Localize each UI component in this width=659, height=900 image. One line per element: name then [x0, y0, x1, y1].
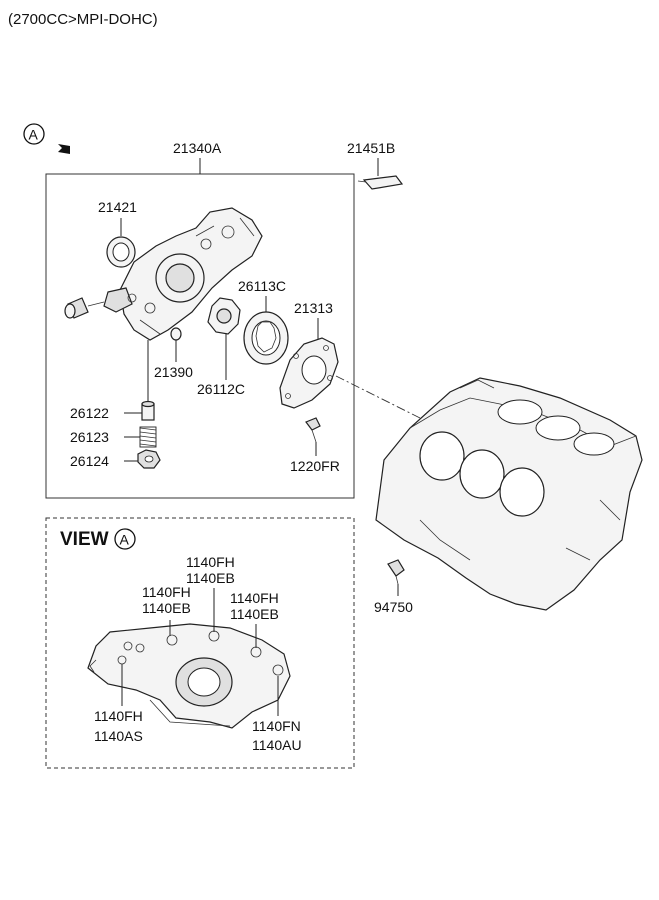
- label-21313: 21313: [294, 300, 333, 316]
- part-26112C-inner-rotor-icon: [207, 297, 241, 335]
- label-26113C: 26113C: [238, 278, 286, 294]
- alignment-dash-line: [335, 375, 421, 419]
- oil-pump-housing-icon: [103, 207, 263, 341]
- engine-block-icon: [375, 377, 643, 611]
- label-26122: 26122: [70, 405, 109, 421]
- label-21390: 21390: [154, 364, 193, 380]
- view-label-bottom-left-1: 1140FH: [94, 708, 143, 724]
- view-panel-marker-icon: [114, 528, 136, 550]
- part-94750-oil-pressure-switch-icon: [387, 559, 405, 585]
- view-direction-arrow-icon: [44, 141, 70, 154]
- label-26124: 26124: [70, 453, 109, 469]
- part-21313-pump-cover-icon: [279, 337, 339, 409]
- part-21390-o-ring-icon: [170, 327, 182, 341]
- part-26124-plug-nut-icon: [137, 449, 161, 469]
- part-26123-spring-icon: [139, 426, 157, 448]
- part-21421-oil-seal-icon: [106, 236, 136, 268]
- part-21451B-gasket-icon: [357, 175, 404, 190]
- view-label-left-1: 1140FH: [142, 584, 191, 600]
- view-label-bottom-right-2: 1140AU: [252, 737, 302, 753]
- view-label-bottom-left-2: 1140AS: [94, 728, 143, 744]
- view-a-housing-icon: [87, 623, 291, 729]
- label-26123: 26123: [70, 429, 109, 445]
- label-21421: 21421: [98, 199, 137, 215]
- view-label-right-2: 1140EB: [230, 606, 279, 622]
- label-26112C: 26112C: [197, 381, 245, 397]
- view-panel-title: VIEW: [60, 529, 109, 550]
- view-label-top-2: 1140EB: [186, 570, 235, 586]
- part-26122-plunger-icon: [141, 400, 155, 421]
- part-26113C-outer-rotor-icon: [243, 311, 289, 365]
- label-21340A: 21340A: [173, 140, 222, 156]
- view-a-marker: A: [23, 123, 70, 154]
- part-plug-icon: [64, 297, 105, 319]
- view-a-panel: [45, 517, 355, 769]
- view-panel-letter: A: [120, 532, 130, 548]
- view-label-top-1: 1140FH: [186, 554, 235, 570]
- label-94750: 94750: [374, 599, 413, 615]
- label-21451B: 21451B: [347, 140, 395, 156]
- label-1220FR: 1220FR: [290, 458, 340, 474]
- engine-spec-title: (2700CC>MPI-DOHC): [8, 11, 158, 28]
- view-marker-letter: A: [29, 127, 39, 143]
- part-1220FR-bolt-icon: [305, 417, 321, 443]
- view-label-left-2: 1140EB: [142, 600, 191, 616]
- view-label-bottom-right-1: 1140FN: [252, 718, 301, 734]
- view-label-right-1: 1140FH: [230, 590, 279, 606]
